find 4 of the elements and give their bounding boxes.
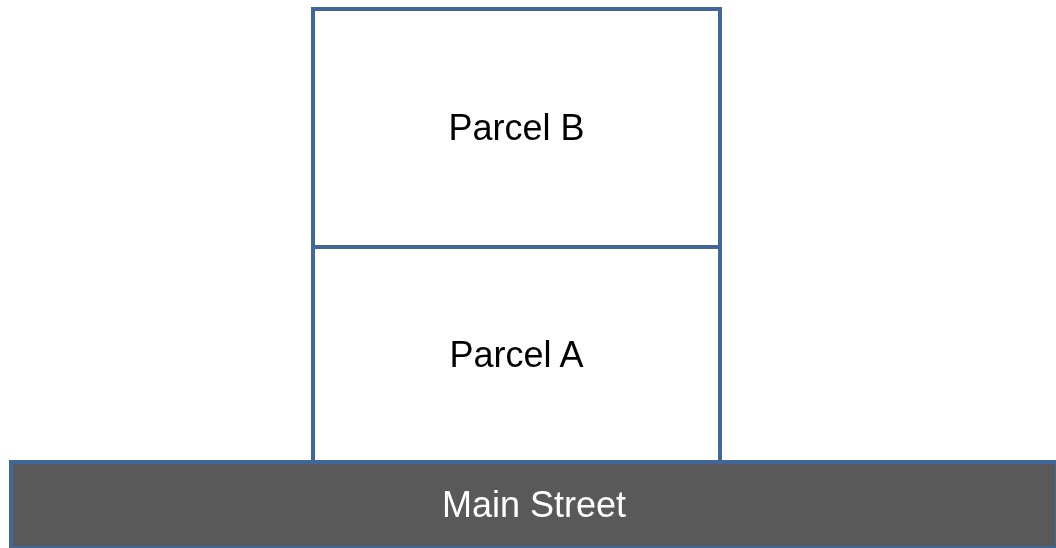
parcel-label: Parcel A — [449, 333, 584, 376]
parcel-label: Parcel B — [448, 107, 585, 149]
street-band — [9, 460, 1056, 548]
street-name: Main Street — [441, 484, 627, 526]
